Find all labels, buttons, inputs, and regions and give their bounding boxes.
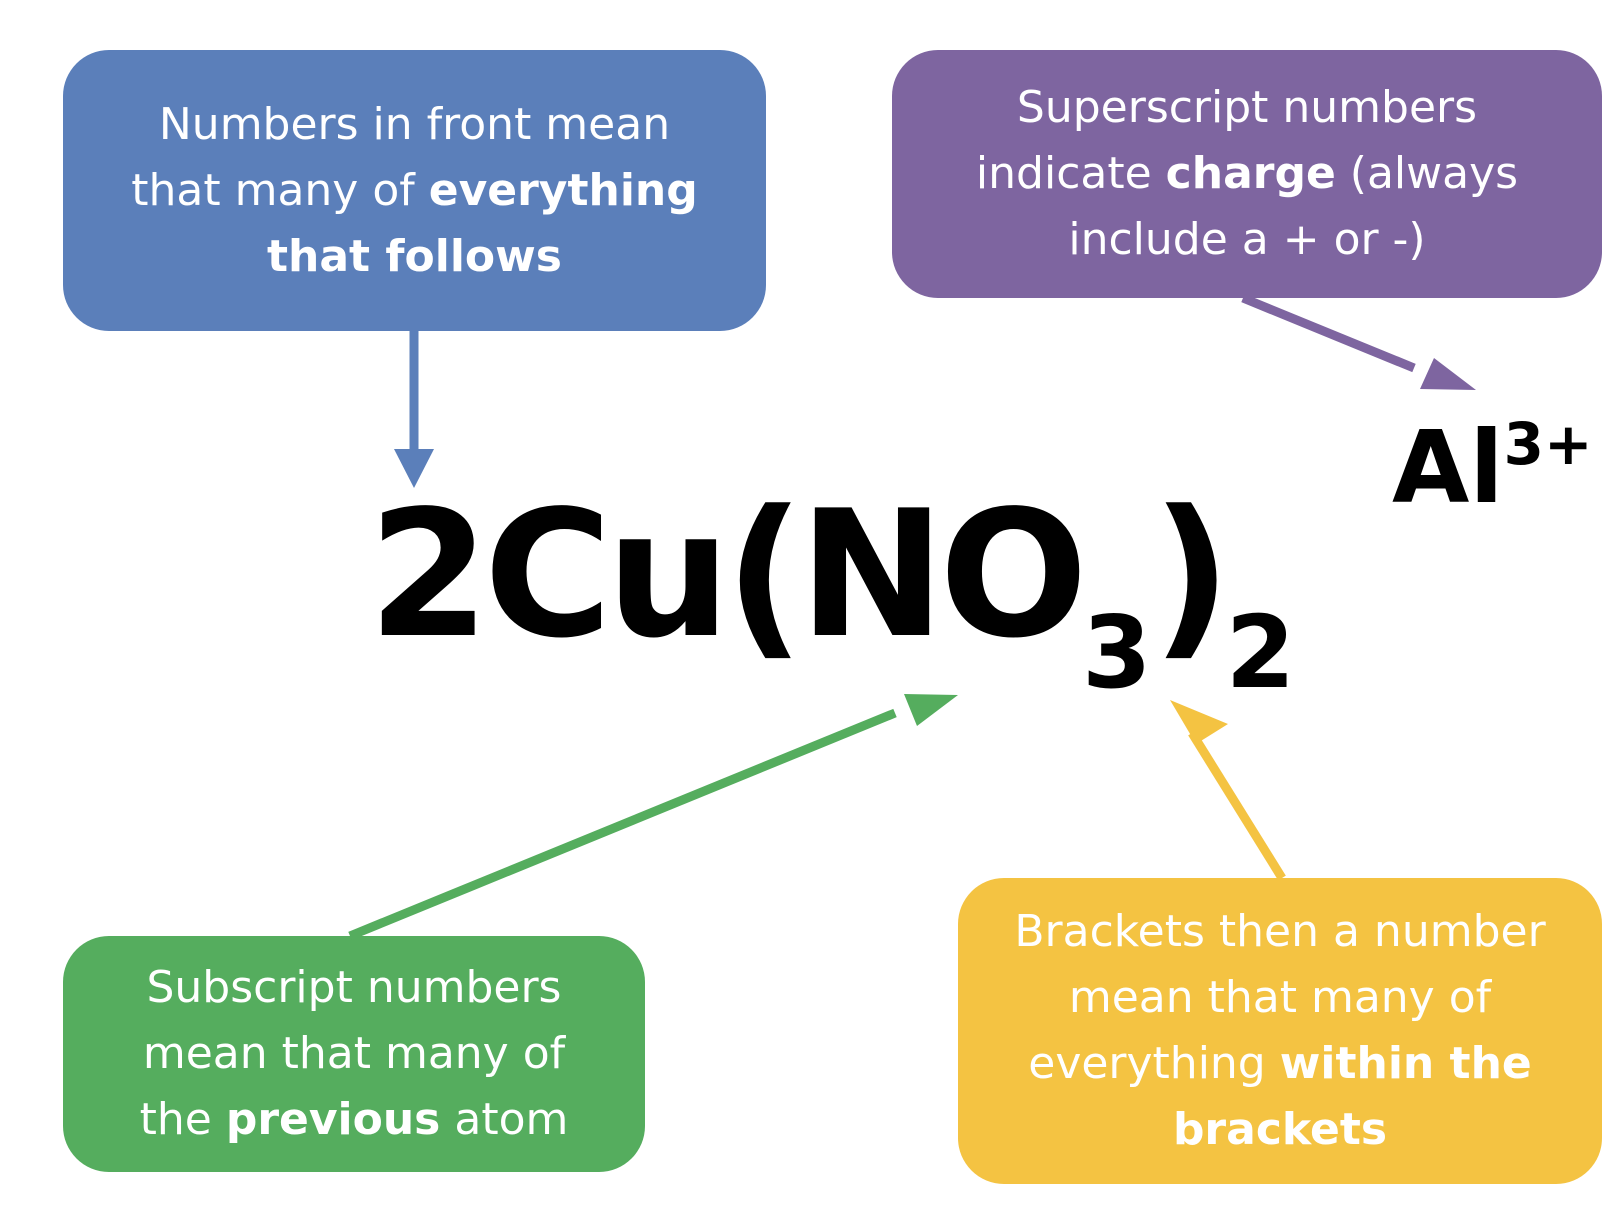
chemical-formula: 2Cu(NO3)2 — [368, 474, 1295, 712]
note-bold-text: within the — [1279, 1038, 1532, 1089]
purple-arrow — [1241, 293, 1476, 390]
note-text: Subscript numbers — [146, 962, 562, 1013]
note-bold-text: that follows — [266, 230, 562, 282]
note-text: Brackets then a number — [1014, 906, 1546, 957]
subscript-note: Subscript numbers mean that many of the … — [63, 936, 645, 1172]
group-symbol: NO — [798, 474, 1088, 677]
blue-arrow — [394, 331, 434, 488]
close-bracket: ) — [1151, 474, 1232, 677]
note-text: Superscript numbers — [1016, 82, 1478, 133]
note-bold-text: previous — [225, 1094, 441, 1145]
group-subscript: 3 — [1082, 594, 1152, 711]
brackets-note: Brackets then a number mean that many of… — [958, 878, 1602, 1184]
note-text: include a + or -) — [1068, 214, 1426, 265]
note-text: everything — [1028, 1038, 1280, 1089]
note-text: atom — [440, 1094, 569, 1145]
ion-formula: Al3+ — [1392, 408, 1593, 542]
note-text: mean that many of — [142, 1028, 566, 1079]
coefficient: 2 — [368, 474, 490, 677]
note-text: indicate — [975, 148, 1166, 199]
note-text: (always — [1335, 148, 1519, 199]
yellow-arrow — [1170, 700, 1286, 881]
note-bold-text: everything — [428, 164, 698, 216]
ion-symbol: Al — [1392, 409, 1504, 526]
note-bold-text: brackets — [1172, 1104, 1388, 1155]
note-text: the — [139, 1094, 226, 1145]
green-arrow — [348, 694, 958, 941]
note-bold-text: charge — [1165, 148, 1336, 199]
superscript-note: Superscript numbers indicate charge (alw… — [892, 50, 1602, 298]
note-text: mean that many of — [1068, 972, 1492, 1023]
note-text: that many of — [131, 164, 429, 216]
bracket-subscript: 2 — [1225, 594, 1296, 711]
note-text: Numbers in front mean — [158, 98, 671, 150]
open-bracket: ( — [724, 474, 805, 677]
ion-charge: 3+ — [1503, 410, 1593, 478]
metal-symbol: Cu — [483, 474, 731, 677]
front-number-note: Numbers in front mean that many of every… — [63, 50, 766, 331]
